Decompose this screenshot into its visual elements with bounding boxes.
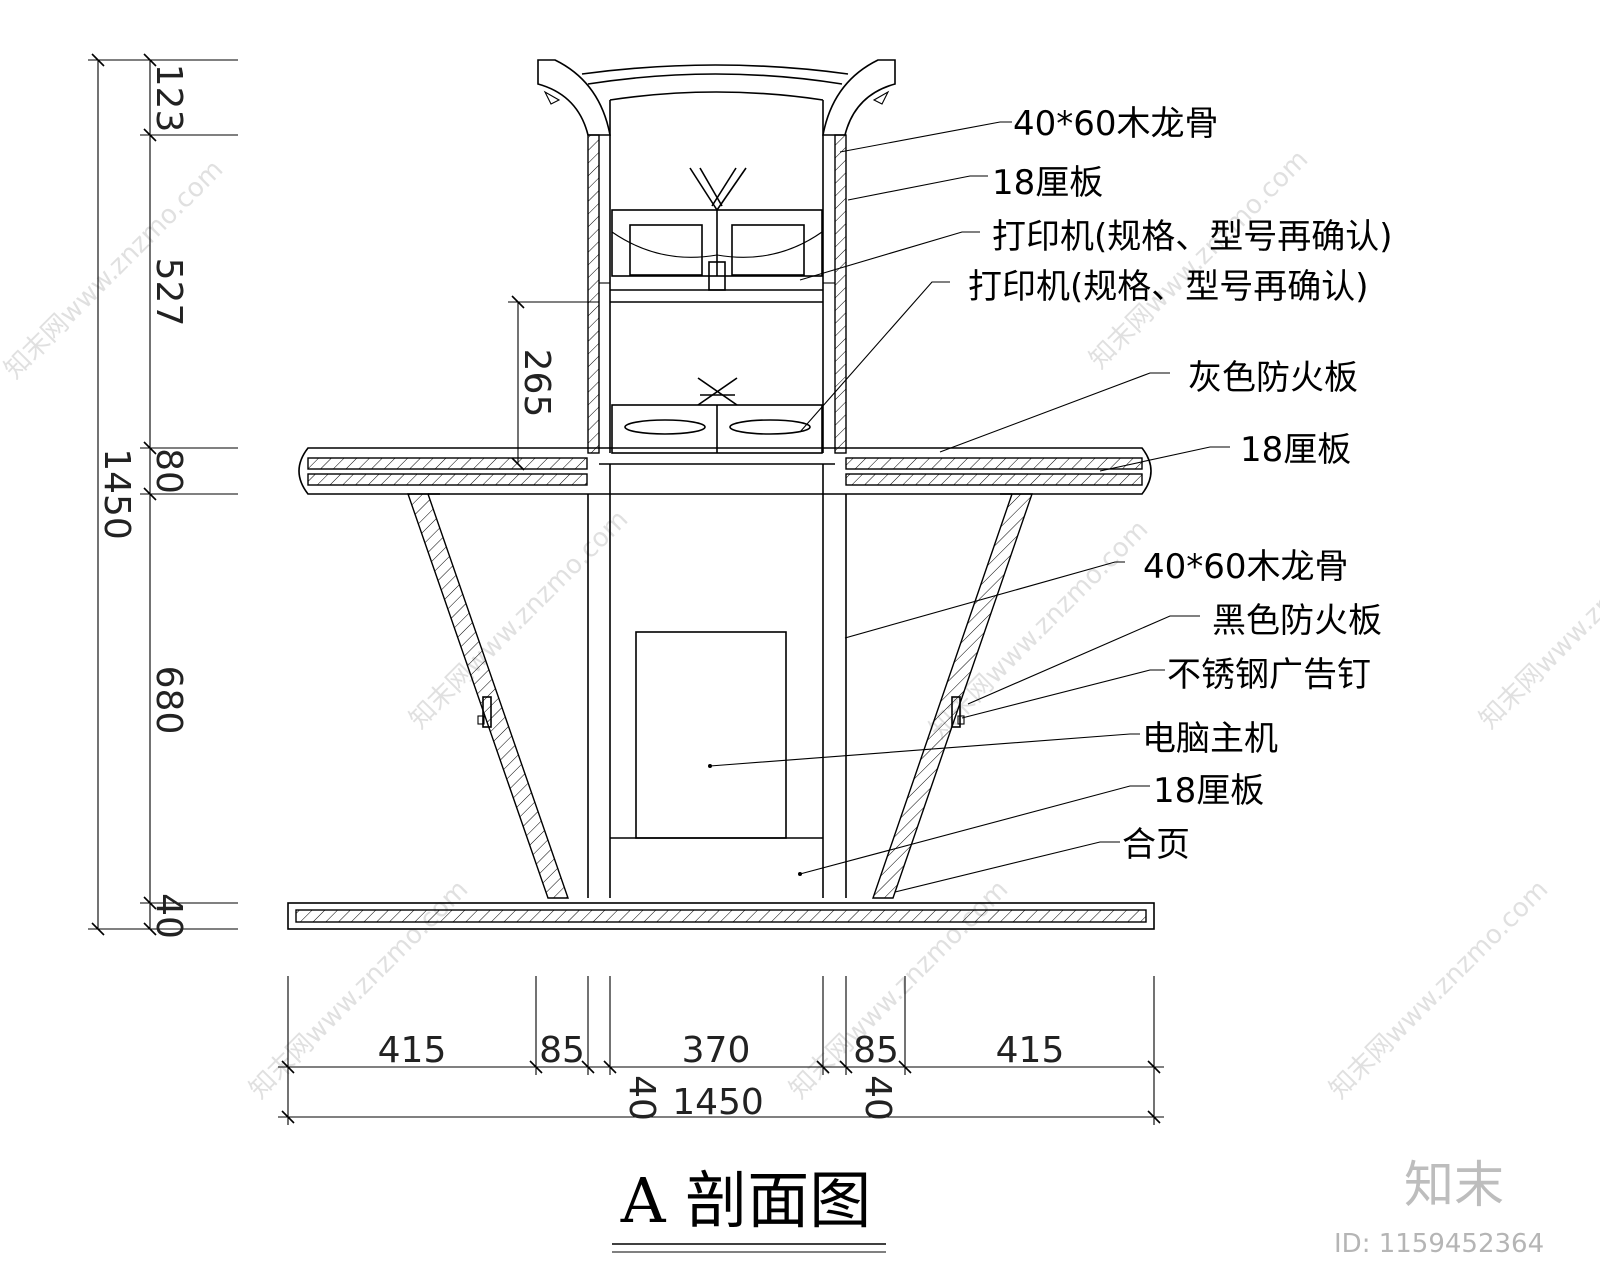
dim-85-left: 85 xyxy=(539,1030,585,1071)
dim-85-right: 85 xyxy=(853,1030,899,1071)
watermark-text: 知末网www.znzmo.com xyxy=(784,874,1015,1105)
brand-logo: 知末 xyxy=(1404,1156,1504,1214)
dim-680: 680 xyxy=(148,666,189,735)
lower-cabinet xyxy=(407,464,1033,899)
dim-total-width: 1450 xyxy=(672,1082,764,1123)
counter-top xyxy=(298,447,1152,495)
watermark-text: 知末网www.znzmo.com xyxy=(924,514,1155,745)
printer-lower xyxy=(611,377,823,454)
annotation-labels: 40*60木龙骨 18厘板 打印机(规格、型号再确认) 打印机(规格、型号再确认… xyxy=(968,104,1393,865)
label-wood-keel-lower: 40*60木龙骨 xyxy=(1143,547,1349,587)
dim-total-height: 1450 xyxy=(96,448,137,540)
dim-370: 370 xyxy=(682,1030,751,1071)
title-text: A 剖面图 xyxy=(620,1164,871,1237)
label-plywood-counter: 18厘板 xyxy=(1240,430,1351,470)
watermark-text: 知末网www.znzmo.com xyxy=(1474,504,1600,735)
dim-80: 80 xyxy=(148,448,189,494)
watermark-text: 知末网www.znzmo.com xyxy=(1324,874,1555,1105)
horizontal-dimensions: 415 85 370 85 415 40 40 1450 xyxy=(278,976,1164,1125)
top-canopy xyxy=(537,59,896,136)
label-computer-host: 电脑主机 xyxy=(1142,719,1278,759)
label-grey-fireboard: 灰色防火板 xyxy=(1188,358,1358,398)
dim-415-left: 415 xyxy=(378,1030,447,1071)
leader-lines xyxy=(708,121,1230,893)
label-black-fireboard: 黑色防火板 xyxy=(1212,601,1382,641)
label-hinge: 合页 xyxy=(1122,825,1190,865)
dim-415-right: 415 xyxy=(996,1030,1065,1071)
image-id: ID: 1159452364 xyxy=(1334,1229,1544,1259)
dim-265: 265 xyxy=(516,349,557,418)
label-wood-keel-upper: 40*60木龙骨 xyxy=(1013,104,1219,144)
upper-cabinet xyxy=(587,100,847,454)
label-printer-lower: 打印机(规格、型号再确认) xyxy=(968,267,1369,307)
label-plywood-lower: 18厘板 xyxy=(1153,771,1264,811)
base-plate xyxy=(287,902,1155,930)
dim-40: 40 xyxy=(148,893,189,939)
dim-40-right: 40 xyxy=(857,1075,898,1121)
vertical-dimensions: 123 527 80 680 40 1450 265 xyxy=(88,53,599,939)
computer-host xyxy=(635,631,787,839)
label-plywood-upper: 18厘板 xyxy=(992,163,1103,203)
dim-40-left: 40 xyxy=(621,1075,662,1121)
watermark-text: 知末网www.znzmo.com xyxy=(1084,144,1315,375)
label-printer-upper: 打印机(规格、型号再确认) xyxy=(992,217,1393,257)
printer-upper xyxy=(611,167,823,291)
brand-watermark: 知末 ID: 1159452364 xyxy=(1334,1156,1544,1259)
dim-123: 123 xyxy=(148,64,189,133)
dim-527: 527 xyxy=(148,258,189,327)
drawing-title: A 剖面图 xyxy=(612,1164,886,1253)
watermark-text: 知末网www.znzmo.com xyxy=(0,154,229,385)
label-steel-nail: 不锈钢广告钉 xyxy=(1167,655,1371,695)
